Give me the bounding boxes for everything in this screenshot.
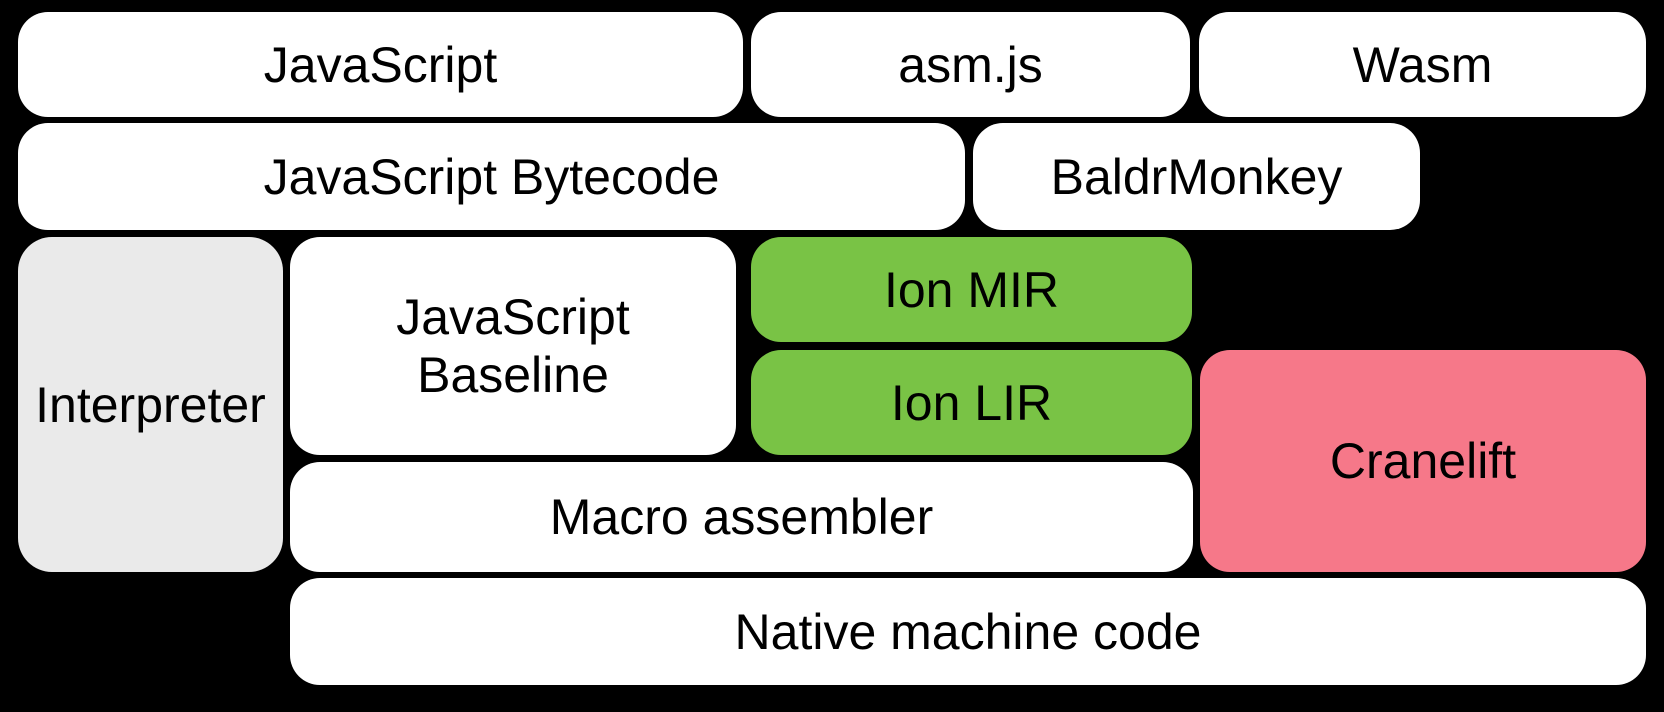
box-javascript-baseline-line1: JavaScript bbox=[396, 289, 630, 345]
box-cranelift: Cranelift bbox=[1200, 350, 1646, 572]
box-javascript-bytecode: JavaScript Bytecode bbox=[18, 123, 965, 230]
box-interpreter: Interpreter bbox=[18, 237, 283, 572]
box-baldrmonkey: BaldrMonkey bbox=[973, 123, 1420, 230]
box-ion-lir: Ion LIR bbox=[751, 350, 1192, 455]
box-macro-assembler: Macro assembler bbox=[290, 462, 1193, 572]
box-ion-mir: Ion MIR bbox=[751, 237, 1192, 342]
box-asmjs: asm.js bbox=[751, 12, 1190, 117]
box-wasm: Wasm bbox=[1199, 12, 1646, 117]
box-javascript-baseline: JavaScript Baseline bbox=[290, 237, 736, 455]
box-javascript: JavaScript bbox=[18, 12, 743, 117]
box-javascript-baseline-line2: Baseline bbox=[417, 347, 609, 403]
box-native-machine-code: Native machine code bbox=[290, 578, 1646, 685]
